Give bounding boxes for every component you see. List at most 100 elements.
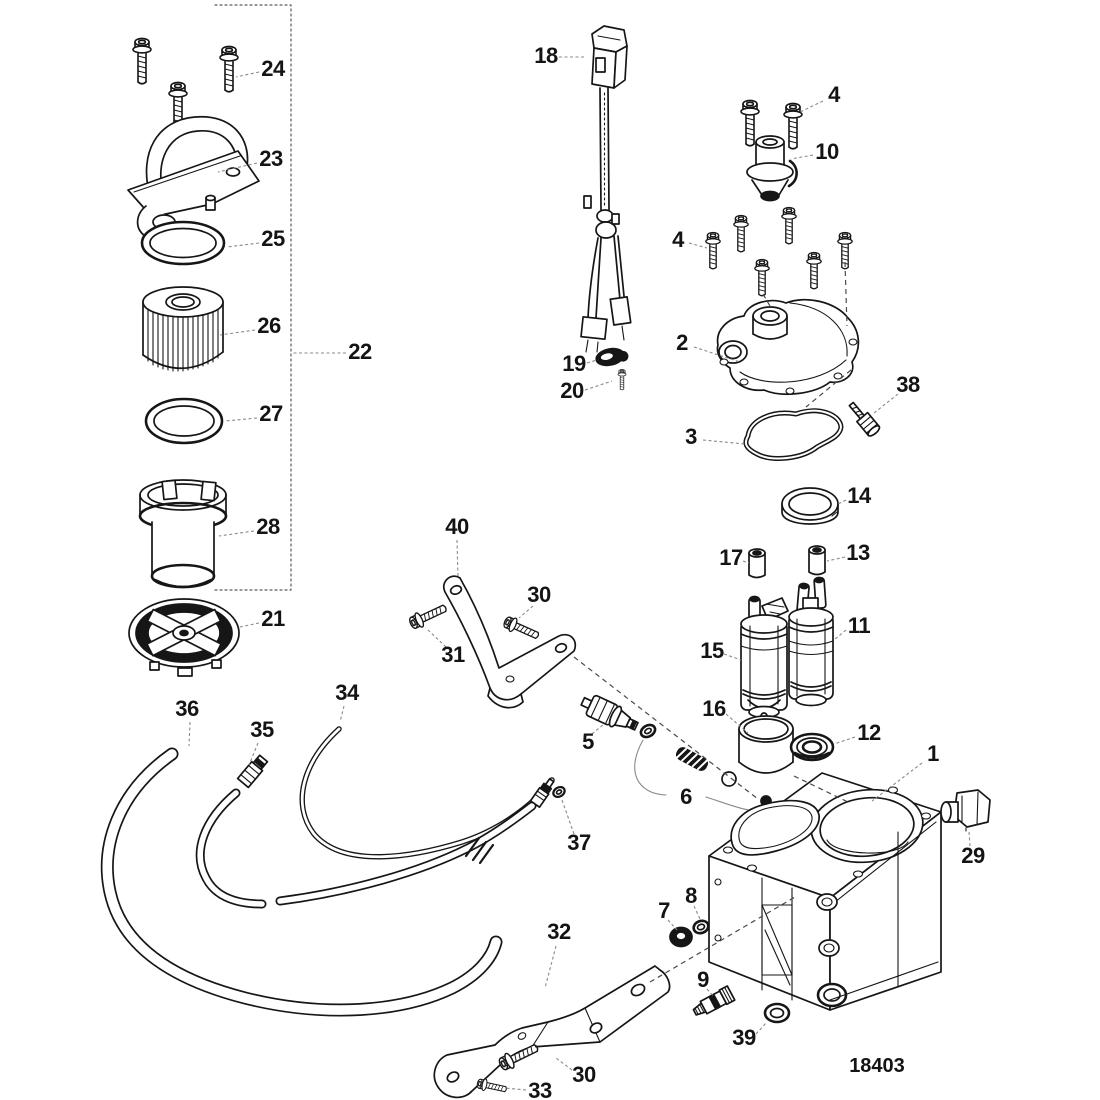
part-label-8: 8 (685, 883, 697, 908)
leader-line-17 (742, 560, 750, 564)
part-label-3: 3 (685, 424, 697, 449)
fuel-pump-11 (788, 576, 834, 707)
part-label-19: 19 (562, 351, 586, 376)
leader-line-33 (504, 1087, 527, 1091)
o-ring-8 (692, 919, 710, 935)
leader-line-3 (702, 439, 746, 445)
leader-line-20 (584, 380, 613, 391)
part-label-6: 6 (680, 784, 692, 809)
part-label-37: 37 (567, 830, 591, 855)
o-ring-6a (639, 723, 657, 739)
leader-line-19 (586, 359, 598, 364)
part-label-11: 11 (848, 613, 871, 638)
drawing-number: 18403 (849, 1055, 905, 1077)
group-curve-6-left (634, 739, 667, 796)
part-label-30: 30 (527, 582, 551, 607)
part-label-34: 34 (335, 680, 360, 705)
fuel-hose-35 (195, 754, 555, 909)
screw-4-top-a (740, 99, 760, 147)
o-ring-37 (552, 785, 566, 799)
part-label-22: 22 (348, 339, 372, 364)
leader-line-32 (544, 945, 557, 989)
screw-24-b (219, 45, 239, 93)
leader-line-30 (555, 1057, 573, 1071)
hose-35-fitting-end (529, 777, 555, 809)
bracket-40-group (406, 575, 577, 709)
leader-line-25 (226, 242, 260, 248)
leader-line-35 (248, 742, 259, 766)
part-label-16: 16 (702, 696, 726, 721)
leader-line-29 (968, 830, 971, 847)
main-body-group (669, 772, 991, 1024)
part-label-36: 36 (175, 696, 199, 721)
leader-line-5 (591, 723, 605, 735)
o-ring-39 (763, 1002, 791, 1024)
part-label-14: 14 (847, 483, 872, 508)
retainer-ring-14 (781, 487, 839, 525)
vent-screw-38 (848, 401, 881, 437)
filter-element (142, 286, 224, 372)
labels-layer: 1234456789101112131415161718192021222324… (175, 43, 985, 1100)
part-label-39: 39 (732, 1025, 756, 1050)
leader-line-24 (235, 71, 260, 78)
part-label-29: 29 (961, 843, 985, 868)
part-label-32: 32 (547, 919, 571, 944)
leader-line-40 (456, 539, 459, 579)
screw-33 (475, 1076, 509, 1096)
part-label-25: 25 (261, 226, 285, 251)
sensor-cable-18 (580, 25, 632, 353)
part-label-31: 31 (441, 642, 465, 667)
anchor-10 (746, 135, 798, 202)
part-label-40: 40 (445, 514, 469, 539)
hose-35-fitting-top (236, 754, 269, 789)
o-ring-25 (140, 220, 226, 266)
part-label-20: 20 (560, 378, 584, 403)
part-label-1: 1 (927, 741, 939, 766)
pump-cover-2 (716, 298, 860, 395)
part-label-21: 21 (261, 606, 285, 631)
fuel-hose-36 (100, 747, 503, 1017)
retainer-cup (138, 479, 228, 589)
part-label-24: 24 (261, 56, 286, 81)
leader-line-1 (871, 762, 923, 802)
leader-line-34 (339, 705, 345, 723)
screw-4-a (705, 231, 721, 270)
isolator-cup-16 (738, 715, 794, 774)
spring-6b (675, 747, 709, 771)
mount-bracket-32 (433, 965, 671, 1099)
leader-line-28 (218, 530, 255, 537)
check-ball-6c (721, 771, 737, 787)
leader-line-15 (723, 653, 742, 661)
leader-line-26 (219, 329, 256, 336)
cover-gasket-3 (743, 408, 844, 461)
hose-35-collar (464, 836, 495, 865)
screw-4-c (781, 206, 797, 245)
sensor-5-group (580, 694, 772, 811)
cover-group (705, 99, 881, 461)
v-bracket-40 (442, 575, 577, 709)
screw-4-top-b (783, 102, 803, 150)
leader-line-37 (561, 799, 575, 835)
leader-line-23 (217, 162, 258, 173)
fuel-hose-34 (299, 726, 555, 860)
part-label-10: 10 (815, 139, 839, 164)
o-ring-27 (144, 397, 224, 445)
leader-line-11 (833, 629, 847, 641)
screw-4-e (806, 251, 822, 290)
part-label-27: 27 (259, 401, 283, 426)
part-label-12: 12 (857, 720, 881, 745)
screw-20 (617, 369, 627, 391)
part-label-9: 9 (697, 967, 709, 992)
leader-line-7 (667, 919, 678, 931)
bracket-32-group (433, 965, 671, 1099)
screw-4-b (733, 214, 749, 253)
part-label-26: 26 (257, 313, 281, 338)
pump-stack-group (738, 487, 839, 774)
sleeve-13 (808, 545, 826, 576)
leader-line-10 (790, 154, 814, 160)
screw-30-top (501, 613, 542, 644)
part-label-4: 4 (828, 82, 841, 107)
part-label-17: 17 (719, 545, 743, 570)
part-label-35: 35 (250, 717, 274, 742)
